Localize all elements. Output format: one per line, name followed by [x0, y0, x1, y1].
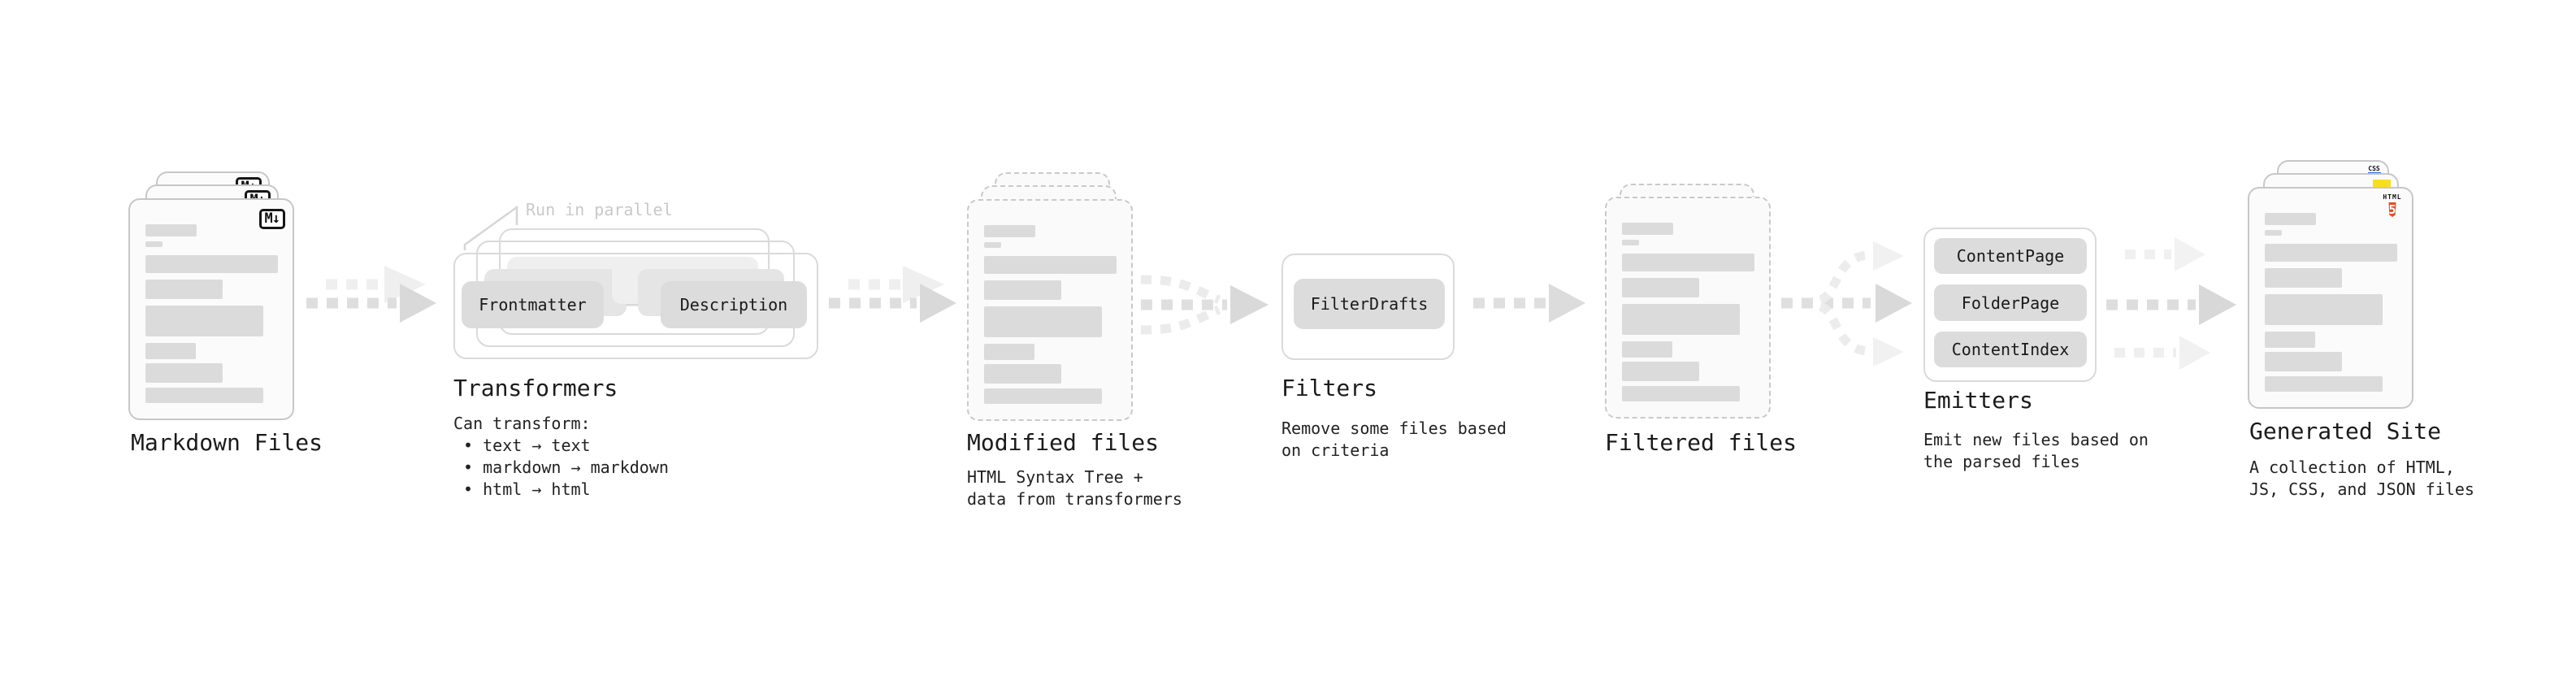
stage-label-filtered-files: Filtered files [1605, 429, 1798, 456]
stage-desc-modified-files: HTML Syntax Tree + data from transformer… [967, 467, 1182, 509]
text-line-placeholder [145, 388, 263, 403]
arrow-modified-to-filters [1140, 275, 1268, 335]
stage-label-markdown-files: Markdown Files [131, 429, 323, 456]
arrow-transformers-to-modified [829, 284, 956, 323]
stage-desc-transformers: Can transform: • text → text • markdown … [453, 414, 669, 499]
description-chip: Description [661, 281, 807, 328]
text-line-placeholder [1622, 278, 1699, 297]
text-line-placeholder [984, 242, 1001, 248]
text-line-placeholder [2265, 294, 2383, 325]
text-line-placeholder [1622, 341, 1672, 358]
text-line-placeholder [1622, 254, 1754, 271]
text-line-placeholder [1622, 223, 1673, 235]
markdown-file-front: M↓ [128, 198, 294, 420]
text-line-placeholder [2265, 332, 2315, 348]
arrow-markdown-to-transformers [306, 284, 436, 323]
text-line-placeholder [2265, 244, 2397, 262]
text-line-placeholder [1622, 362, 1699, 381]
modified-file-front [967, 199, 1133, 421]
text-line-placeholder [984, 225, 1035, 237]
text-line-placeholder [145, 241, 163, 247]
text-line-placeholder [2265, 213, 2316, 225]
text-line-placeholder [2265, 376, 2383, 392]
text-line-placeholder [1622, 386, 1740, 401]
arrow-emitters-to-site-top [2125, 237, 2205, 271]
arrow-transformers-to-modified-ghost [848, 266, 944, 303]
stage-desc-filters: Remove some files based on criteria [1281, 419, 1507, 460]
text-line-placeholder [145, 280, 223, 299]
arrow-emitters-to-site-middle [2106, 284, 2236, 325]
arrow-filtered-to-emitters [1781, 241, 1912, 367]
folderpage-chip: FolderPage [1934, 284, 2087, 321]
frontmatter-chip: Frontmatter [462, 281, 604, 328]
text-line-placeholder [2265, 352, 2342, 371]
text-line-placeholder [1622, 304, 1740, 335]
text-line-placeholder [984, 388, 1102, 404]
stage-desc-generated-site: A collection of HTML, JS, CSS, and JSON … [2249, 458, 2474, 499]
transformer-layer-front [453, 253, 818, 359]
arrow-emitters-to-site-bottom [2114, 336, 2210, 370]
text-line-placeholder [145, 363, 223, 383]
run-in-parallel-note: Run in parallel [526, 200, 673, 219]
generated-file-html: HTML 5 [2248, 187, 2413, 409]
contentpage-chip: ContentPage [1934, 238, 2087, 274]
text-line-placeholder [984, 280, 1061, 300]
filterdrafts-chip: FilterDrafts [1294, 279, 1445, 329]
text-line-placeholder [984, 306, 1102, 337]
stage-label-generated-site: Generated Site [2249, 418, 2442, 445]
text-line-placeholder [984, 256, 1117, 274]
text-line-placeholder [984, 364, 1061, 384]
arrow-markdown-to-transformers-ghost [326, 266, 426, 303]
text-line-placeholder [2265, 268, 2342, 288]
stage-desc-emitters: Emit new files based on the parsed files [1923, 430, 2149, 471]
text-line-placeholder [984, 344, 1034, 360]
text-line-placeholder [2265, 230, 2282, 236]
filtered-file-front [1605, 197, 1771, 419]
arrow-filters-to-filtered [1473, 284, 1585, 323]
html5-icon: HTML 5 [2383, 193, 2402, 217]
text-line-placeholder [145, 255, 278, 273]
contentindex-chip: ContentIndex [1934, 332, 2087, 367]
text-line-placeholder [1622, 240, 1639, 245]
markdown-icon: M↓ [258, 209, 285, 229]
stage-label-emitters: Emitters [1923, 387, 2033, 414]
run-in-parallel-leader-line [463, 205, 518, 250]
stage-label-filters: Filters [1281, 375, 1378, 401]
javascript-icon [2373, 180, 2391, 188]
text-line-placeholder [145, 343, 196, 359]
text-line-placeholder [145, 306, 263, 336]
text-line-placeholder [145, 224, 197, 236]
stage-label-transformers: Transformers [453, 375, 618, 401]
stage-label-modified-files: Modified files [967, 429, 1160, 456]
